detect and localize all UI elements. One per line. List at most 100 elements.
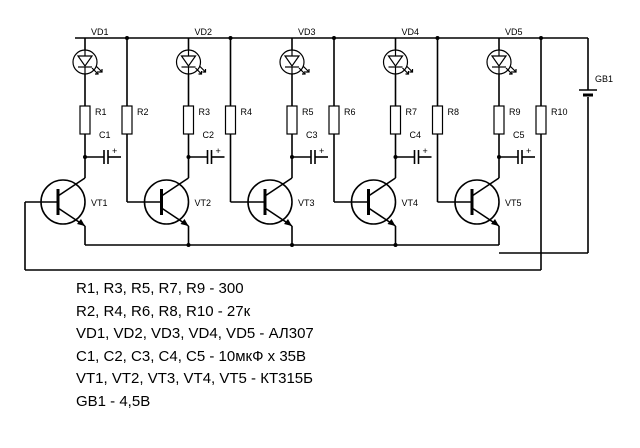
resistor-label: R10 [551,107,568,117]
parts-list-line: R2, R4, R6, R8, R10 - 27к [76,302,251,320]
capacitor-label: C3 [306,130,318,140]
light-arrow-head [302,71,306,75]
parts-list-line: VT1, VT2, VT3, VT4, VT5 - КТ315Б [76,370,313,387]
led-label: VD3 [298,27,316,37]
light-arrow-head [513,69,517,73]
light-arrow [509,65,517,73]
light-arrow [406,65,413,73]
led-triangle [490,55,508,68]
light-arrow-head [509,71,513,75]
light-arrow-head [306,69,310,73]
transistor-collector [264,177,293,197]
capacitor-polarity: + [112,146,117,156]
parts-list: R1, R3, R5, R7, R9 - 300 R2, R4, R6, R8,… [76,278,314,413]
led-triangle [283,55,301,68]
parts-list-line: C1, C2, C3, C4, C5 - 10мкФ x 35В [76,347,307,365]
transistor-collector [161,177,189,197]
light-arrow [199,65,206,73]
resistor-label: R1 [95,107,107,117]
resistor-label: R9 [509,107,521,117]
light-arrow [95,65,103,73]
capacitor-label: C1 [99,130,111,140]
transistor-label: VT3 [298,198,315,208]
battery-label: GB1 [595,74,613,84]
capacitor-polarity: + [319,146,324,156]
led-vd1: VD1 [72,27,109,75]
capacitor-polarity: + [216,146,221,156]
resistor-label: R2 [137,107,149,117]
led-vd4: VD4 [382,27,420,75]
capacitor-polarity: + [423,146,428,156]
resistor-label: R3 [199,107,211,117]
emitter-arrow [77,219,85,226]
capacitor-polarity: + [526,146,531,156]
resistor-label: R4 [241,107,253,117]
light-arrow [302,65,310,73]
light-arrow [91,67,99,75]
light-arrow [505,67,513,75]
light-arrow-head [99,69,103,73]
light-arrow [402,67,409,75]
capacitor-c5: C5+ [499,130,535,164]
transistor-label: VT4 [402,198,419,208]
resistor-label: R5 [302,107,314,117]
resistor-label: R6 [344,107,356,117]
led-vd5: VD5 [486,27,523,75]
capacitor-c3: C3+ [292,130,328,164]
resistor-body [328,105,340,135]
resistor-label: R7 [406,107,418,117]
led-triangle [180,55,197,68]
capacitor-c4: C4+ [395,130,432,164]
led-triangle [76,55,94,68]
battery-gb1: GB1 [579,74,613,97]
resistor-body [286,105,298,135]
transistor-collector [471,177,500,197]
transistor-label: VT5 [505,198,522,208]
emitter-arrow [284,219,292,226]
light-arrow-head [95,71,99,75]
parts-list-line: R1, R3, R5, R7, R9 - 300 [76,280,244,297]
junction-dot [393,243,398,247]
emitter-arrow [491,219,499,226]
light-arrow-head [409,69,414,73]
resistor-body [224,105,237,135]
light-arrow-head [198,71,203,75]
parts-list-line: VD1, VD2, VD3, VD4, VD5 - АЛ307 [76,325,314,342]
emitter-arrow [180,219,189,226]
capacitor-label: C2 [203,130,215,140]
led-vd2: VD2 [175,27,213,75]
led-vd3: VD3 [279,27,316,75]
capacitor-label: C5 [513,130,525,140]
transistor-label: VT1 [91,198,108,208]
resistor-body [535,105,547,135]
junction-dot [290,243,294,247]
emitter-arrow [387,219,396,226]
transistor-collector [57,177,86,197]
junction-dot [186,243,191,247]
resistor-body [493,105,505,135]
parts-list-line: GB1 - 4,5В [76,392,151,410]
light-arrow-head [405,71,410,75]
led-label: VD2 [195,27,213,37]
led-label: VD1 [91,27,109,37]
resistor-body [121,105,133,135]
capacitor-c1: C1+ [85,130,121,164]
resistor-body [389,105,402,135]
light-arrow [195,67,202,75]
light-arrow-head [202,69,207,73]
light-arrow [298,67,306,75]
led-label: VD5 [505,27,523,37]
led-triangle [387,55,404,68]
led-label: VD4 [402,27,420,37]
capacitor-label: C4 [410,130,422,140]
capacitor-c2: C2+ [188,130,225,164]
resistor-body [182,105,195,135]
resistor-label: R8 [448,107,460,117]
resistor-body [431,105,444,135]
